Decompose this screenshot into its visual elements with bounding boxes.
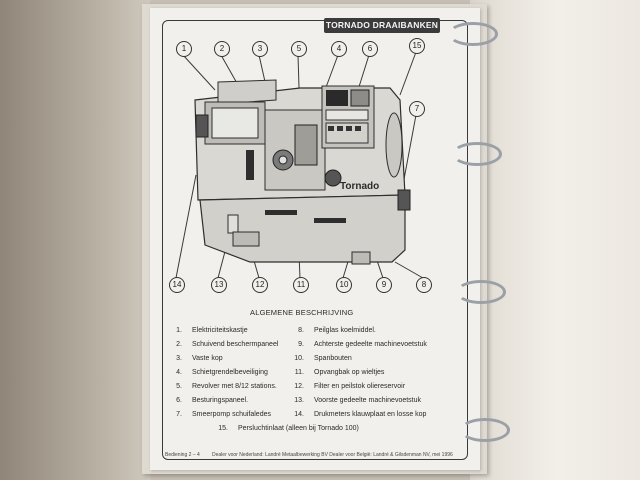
callout-2: 2	[214, 41, 230, 57]
callout-11: 11	[293, 277, 309, 293]
binder-ring-icon	[448, 22, 498, 46]
binder-ring-icon	[460, 418, 510, 442]
callout-10: 10	[336, 277, 352, 293]
page-number: Bediening 2 – 4	[165, 452, 200, 458]
legend-item: 6.Besturingspaneel.	[176, 397, 249, 404]
legend-item: 7.Smeerpomp schuifaledes	[176, 411, 271, 418]
callout-13: 13	[211, 277, 227, 293]
legend-item: 5.Revolver met 8/12 stations.	[176, 383, 277, 390]
legend-item: 9.Achterste gedeelte machinevoetstuk	[298, 341, 427, 348]
callout-8: 8	[416, 277, 432, 293]
brand-logo-text: Tornado	[340, 181, 379, 192]
callout-5: 5	[291, 41, 307, 57]
legend-item: 15.Persluchtinlaat (alleen bij Tornado 1…	[218, 425, 359, 432]
legend-item: 10.Spanbouten	[294, 355, 352, 362]
background-left	[0, 0, 150, 480]
legend-item: 1.Elektriciteitskastje	[176, 327, 248, 334]
callout-12: 12	[252, 277, 268, 293]
page-frame	[162, 20, 468, 460]
binder-ring-icon	[456, 280, 506, 304]
callout-6: 6	[362, 41, 378, 57]
section-caption: ALGEMENE BESCHRIJVING	[250, 308, 354, 317]
page-title: TORNADO DRAAIBANKEN	[324, 18, 440, 33]
legend-item: 8.Peilglas koelmiddel.	[298, 327, 376, 334]
legend-item: 14.Drukmeters klauwplaat en losse kop	[294, 411, 427, 418]
callout-3: 3	[252, 41, 268, 57]
callout-7: 7	[409, 101, 425, 117]
background-right	[500, 0, 640, 480]
callout-4: 4	[331, 41, 347, 57]
callout-1: 1	[176, 41, 192, 57]
legend-item: 13.Voorste gedeelte machinevoetstuk	[294, 397, 422, 404]
callout-14: 14	[169, 277, 185, 293]
legend-item: 4.Schietgrendelbeveiliging	[176, 369, 268, 376]
binder-ring-icon	[452, 142, 502, 166]
legend-item: 2.Schuivend beschermpaneel	[176, 341, 279, 348]
callout-15: 15	[409, 38, 425, 54]
footer-dealer-text: Dealer voor Nederland: Landré Metaalbewe…	[212, 452, 453, 458]
callout-9: 9	[376, 277, 392, 293]
legend-item: 3.Vaste kop	[176, 355, 223, 362]
legend-item: 11.Opvangbak op wieltjes	[294, 369, 385, 376]
legend-item: 12.Filter en peilstok oliereservoir	[294, 383, 406, 390]
